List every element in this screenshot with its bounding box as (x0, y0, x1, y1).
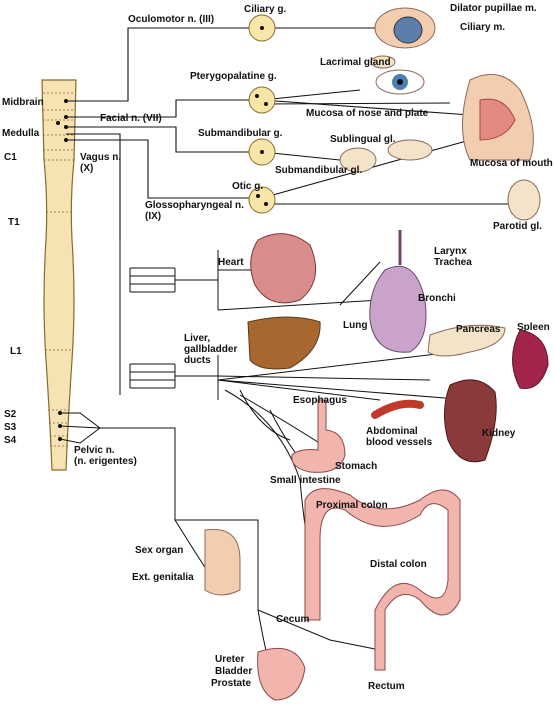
ganglion-dots (255, 26, 268, 206)
label-small-intestine: Small intestine (270, 475, 341, 486)
sublingual-gland (387, 139, 433, 161)
label-liver-2: gallbladder (184, 344, 238, 355)
label-prostate: Prostate (211, 678, 252, 689)
liver (247, 316, 321, 370)
label-cecum: Cecum (276, 614, 310, 625)
bladder (257, 648, 306, 701)
heart (250, 233, 317, 304)
cranial-nerves (66, 27, 510, 240)
label-liver: Liver, (184, 333, 211, 344)
parotid-gland (507, 179, 541, 221)
label-lung: Lung (343, 320, 368, 331)
kidney (444, 379, 497, 463)
label-otic: Otic g. (232, 181, 264, 192)
eye-lens (393, 16, 423, 44)
label-larynx: Larynx (434, 246, 467, 257)
label-distal-colon: Distal colon (370, 559, 427, 570)
label-s2: S2 (4, 409, 17, 420)
label-lacrimal: Lacrimal gland (320, 57, 391, 68)
spinal-cord (41, 79, 77, 471)
lacrimal-gland (370, 55, 396, 69)
label-midbrain: Midbrain (2, 97, 44, 108)
submandibular-gland (339, 147, 377, 173)
label-submandibular-g: Submandibular g. (198, 128, 283, 139)
label-mucosa-mouth: Mucosa of mouth (470, 158, 553, 169)
genitalia (204, 528, 241, 596)
label-proximal-colon: Proximal colon (316, 500, 388, 511)
label-facial: Facial n. (VII) (100, 113, 162, 124)
label-bronchi: Bronchi (418, 293, 456, 304)
label-vagus: Vagus n. (80, 152, 122, 163)
label-mucosa-nose: Mucosa of nose and plate (306, 108, 429, 119)
label-t1: T1 (8, 217, 20, 228)
label-medulla: Medulla (2, 128, 40, 139)
label-sublingual: Sublingual gl. (330, 134, 396, 145)
label-oculomotor: Oculomotor n. (III) (128, 14, 215, 25)
label-ciliary-g: Ciliary g. (244, 4, 287, 15)
label-sex-organ: Sex organ (135, 545, 184, 556)
stomach (291, 399, 346, 473)
label-heart: Heart (218, 257, 244, 268)
pancreas (427, 324, 506, 357)
label-vagus-2: (X) (80, 163, 94, 174)
label-pterygopalatine: Pterygopalatine g. (190, 71, 277, 82)
label-liver-3: ducts (184, 355, 211, 366)
label-parotid: Parotid gl. (493, 221, 542, 232)
vagus-branches (119, 240, 471, 611)
label-c1: C1 (4, 152, 17, 163)
label-pelvic: Pelvic n. (74, 445, 115, 456)
label-bladder: Bladder (215, 666, 253, 677)
label-kidney: Kidney (482, 428, 516, 439)
colon (304, 488, 461, 671)
label-glosso-2: (IX) (145, 211, 162, 222)
label-glosso: Glossopharyngeal n. (145, 200, 244, 211)
label-abdominal-2: blood vessels (366, 437, 433, 448)
label-trachea: Trachea (434, 257, 472, 268)
ganglia (248, 14, 276, 214)
label-ext-genitalia: Ext. genitalia (132, 572, 194, 583)
nasal-mucosa (479, 98, 516, 141)
label-esophagus: Esophagus (293, 395, 347, 406)
spleen (512, 329, 549, 390)
label-ciliary-m: Ciliary m. (460, 22, 506, 33)
label-abdominal: Abdominal (366, 426, 418, 437)
label-s4: S4 (4, 435, 17, 446)
label-stomach: Stomach (335, 461, 378, 472)
label-l1: L1 (10, 346, 22, 357)
label-s3: S3 (4, 422, 17, 433)
label-pancreas: Pancreas (456, 324, 501, 335)
label-dilator: Dilator pupillae m. (450, 3, 537, 14)
blood-vessel (371, 399, 424, 419)
label-submandibular-gl: Submandibular gl. (275, 165, 363, 176)
label-rectum: Rectum (368, 681, 405, 692)
label-ureter: Ureter (215, 654, 245, 665)
cord-segments (43, 92, 75, 447)
label-spleen: Spleen (517, 322, 550, 333)
lung (369, 265, 427, 353)
label-pelvic-2: (n. erigentes) (74, 456, 137, 467)
